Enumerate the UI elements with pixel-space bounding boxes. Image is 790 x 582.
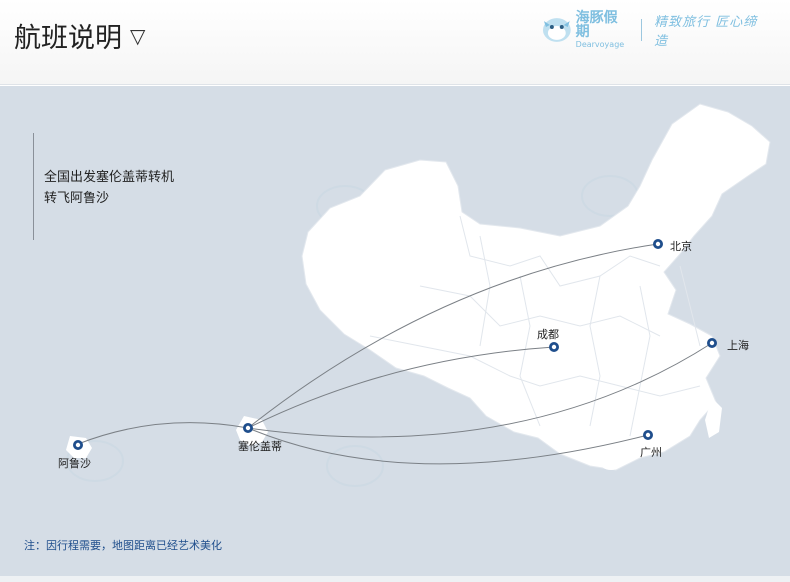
marker-guangzhou[interactable] [643,430,653,440]
dropdown-triangle-icon[interactable]: ▽ [130,23,146,48]
route-map: 全国出发塞伦盖蒂转机 转飞阿鲁沙 北京 上海 成都 广州 塞伦盖蒂 阿鲁沙 注：… [0,86,790,582]
page-title-text: 航班说明 [14,23,122,54]
city-label-guangzhou: 广州 [640,446,662,459]
route-serengeti-guangzhou [247,427,649,465]
marker-shanghai[interactable] [707,338,717,348]
city-label-shanghai: 上海 [727,339,749,352]
city-label-serengeti: 塞伦盖蒂 [238,440,282,453]
route-info-box: 全国出发塞伦盖蒂转机 转飞阿鲁沙 [33,133,213,240]
route-serengeti-shanghai [247,342,713,438]
city-label-beijing: 北京 [670,240,692,253]
map-canvas [66,103,771,487]
taiwan-island [705,398,722,438]
flight-routes [77,243,713,465]
province-borders [369,215,701,437]
brand-slogan: 精致旅行 匠心缔造 [654,15,758,49]
header: 航班说明 ▽ 海豚假期 Dearvoyage 精致旅行 匠心缔造 [0,0,790,85]
map-note: 注：因行程需要，地图距离已经艺术美化 [24,539,222,552]
city-markers [73,239,717,450]
brand-divider [641,19,643,41]
marker-serengeti[interactable] [243,423,253,433]
route-arusha-serengeti [77,422,249,445]
route-serengeti-beijing [247,243,659,429]
hainan-island [599,452,623,470]
route-info-line-2: 转飞阿鲁沙 [44,191,110,206]
city-label-chengdu: 成都 [537,328,559,341]
bottom-bar [0,576,790,582]
brand-name: 海豚假期 [575,10,618,40]
city-label-arusha: 阿鲁沙 [58,457,91,470]
marker-arusha[interactable] [73,440,83,450]
dolphin-icon [542,18,571,42]
marker-beijing[interactable] [653,239,663,249]
marker-chengdu[interactable] [549,342,559,352]
page-title[interactable]: 航班说明 ▽ [14,16,145,55]
brand-name-english: Dearvoyage [575,40,625,49]
brand-logo: 海豚假期 Dearvoyage 精致旅行 匠心缔造 [540,11,770,49]
china-landmass [301,103,771,471]
brand-name-block: 海豚假期 Dearvoyage [576,11,631,49]
route-info-line-1: 全国出发塞伦盖蒂转机 [44,170,175,185]
route-serengeti-chengdu [247,346,555,429]
